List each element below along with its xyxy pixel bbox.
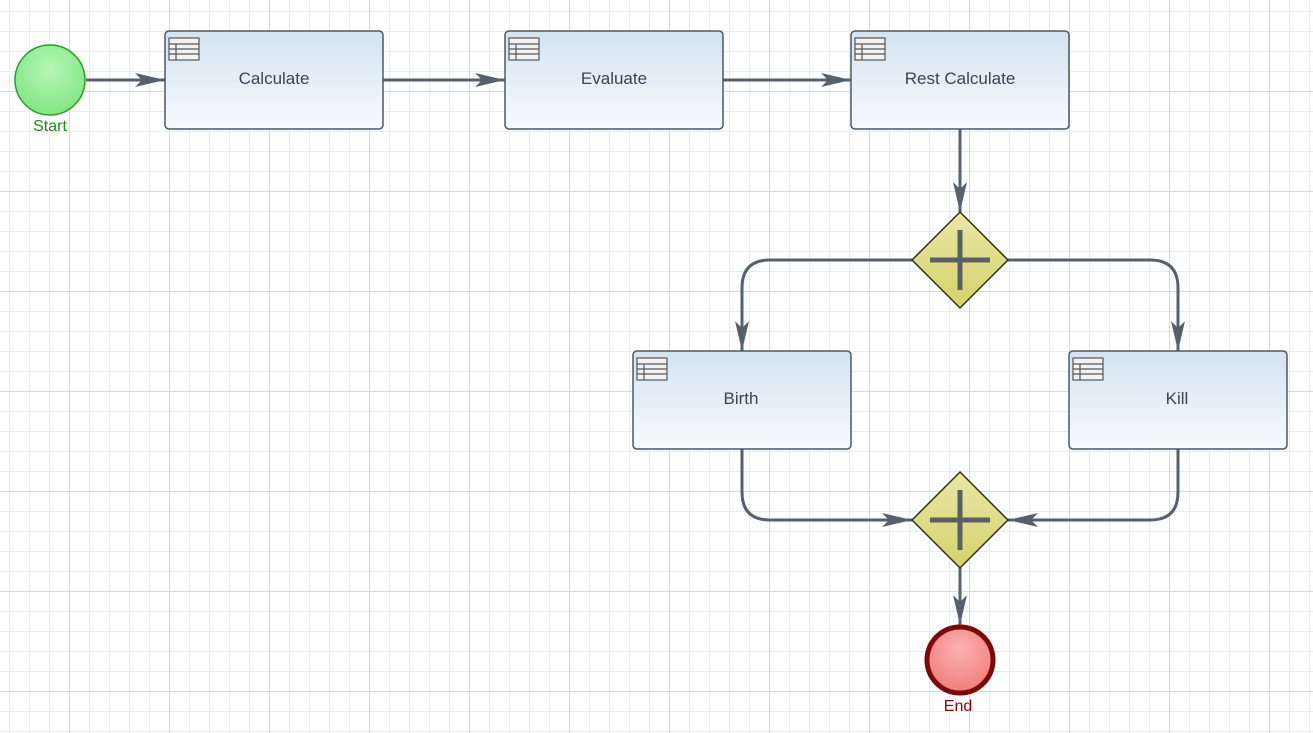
start-event-label: Start bbox=[33, 118, 67, 135]
script-task-icon bbox=[636, 357, 668, 381]
script-task-icon bbox=[1072, 357, 1104, 381]
script-task-icon bbox=[854, 37, 886, 61]
parallel-gateway-split[interactable] bbox=[910, 210, 1010, 310]
task-rest-calculate[interactable]: Rest Calculate bbox=[850, 30, 1070, 130]
task-label: Rest Calculate bbox=[905, 69, 1016, 88]
flow-split-birth[interactable] bbox=[735, 258, 912, 351]
task-birth[interactable]: Birth bbox=[632, 350, 852, 450]
plus-icon bbox=[930, 490, 990, 550]
flow-birth-join[interactable] bbox=[740, 449, 912, 527]
task-label: Calculate bbox=[239, 69, 310, 88]
task-calculate[interactable]: Calculate bbox=[164, 30, 384, 130]
script-task-icon bbox=[508, 37, 540, 61]
end-event-label: End bbox=[944, 698, 972, 715]
flow-kill-join[interactable] bbox=[1008, 449, 1180, 527]
task-kill[interactable]: Kill bbox=[1068, 350, 1288, 450]
task-label: Birth bbox=[724, 389, 759, 408]
sequence-flows bbox=[86, 73, 1185, 625]
plus-icon bbox=[930, 230, 990, 290]
flow-split-kill[interactable] bbox=[1008, 258, 1185, 351]
task-evaluate[interactable]: Evaluate bbox=[504, 30, 724, 130]
parallel-gateway-join[interactable] bbox=[910, 470, 1010, 570]
script-task-icon bbox=[168, 37, 200, 61]
task-label: Kill bbox=[1166, 389, 1189, 408]
task-label: Evaluate bbox=[581, 69, 647, 88]
start-event[interactable]: Start bbox=[14, 44, 86, 135]
end-event[interactable]: End bbox=[924, 624, 996, 715]
